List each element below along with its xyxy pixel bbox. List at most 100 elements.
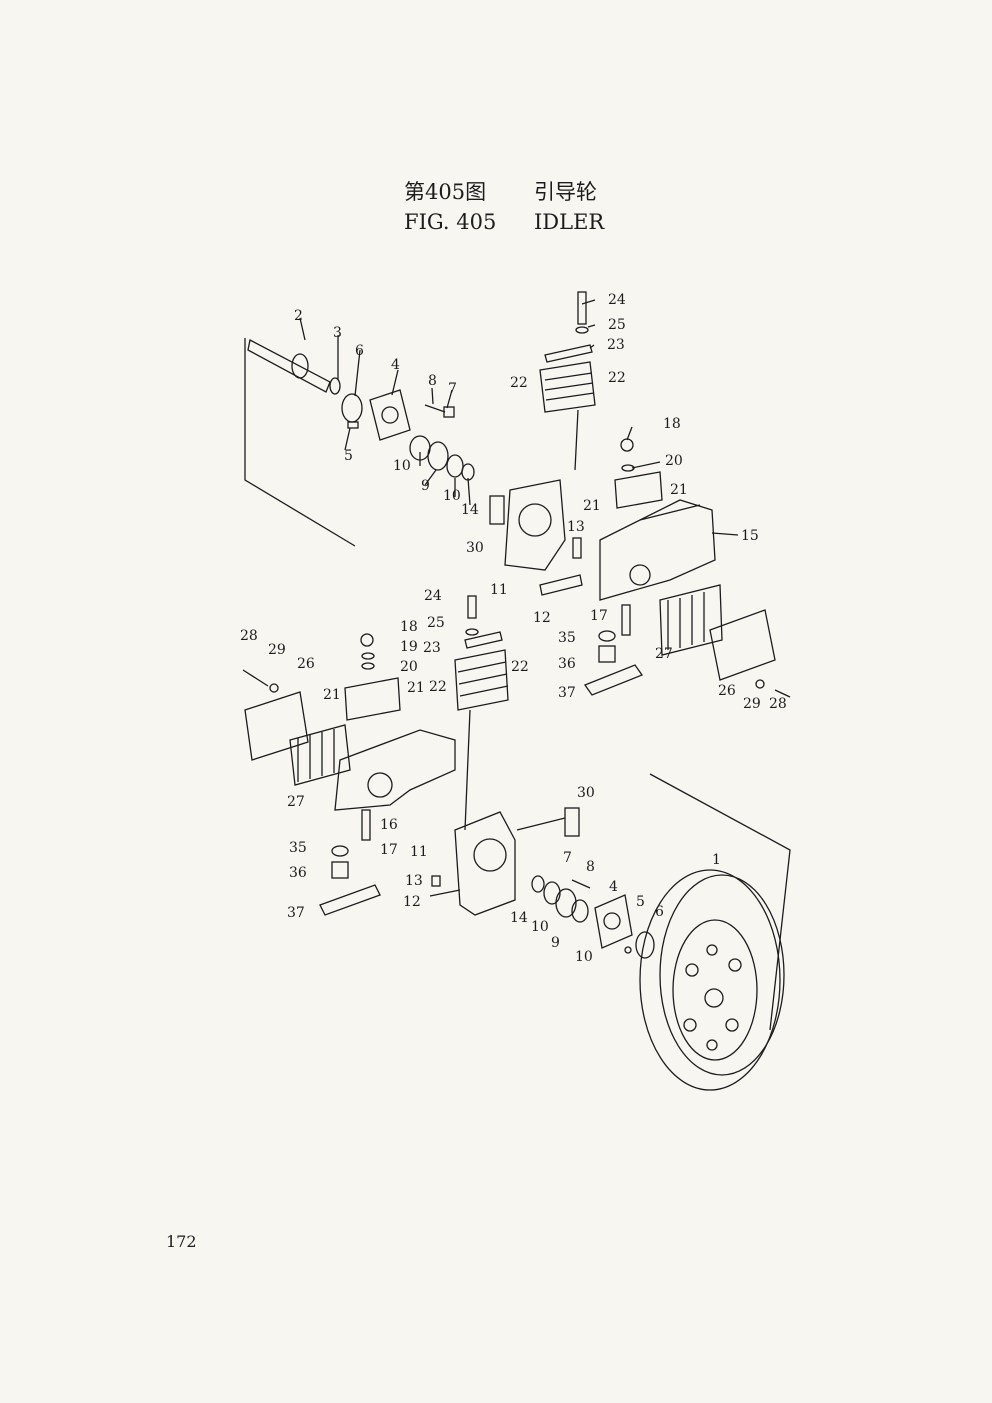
callout-label: 37 <box>558 685 576 701</box>
callout-label: 22 <box>608 370 626 386</box>
assembly-line-lower <box>649 773 791 1031</box>
figure-name-en: IDLER <box>534 210 605 234</box>
shims-22-lower <box>454 649 509 711</box>
callout-label: 3 <box>333 325 342 341</box>
callout-label: 8 <box>428 373 437 389</box>
callout-label: 21 <box>323 687 341 703</box>
bolt-28-right <box>774 689 791 698</box>
washer-25-lower <box>465 628 479 636</box>
callout-label: 19 <box>400 639 418 655</box>
bushing-4-upper <box>369 389 411 441</box>
figure-number-en: FIG. 405 <box>404 210 497 234</box>
callout-label: 10 <box>575 949 593 965</box>
callout-label: 20 <box>400 659 418 675</box>
block-30-lower <box>564 807 580 837</box>
bolt-7-head-upper <box>443 406 455 418</box>
plate-23-lower <box>464 631 503 649</box>
support-bore-lower <box>473 838 507 872</box>
yoke-16 <box>334 729 456 811</box>
callout-label: 13 <box>405 873 423 889</box>
callout-label: 10 <box>393 458 411 474</box>
spacer-36-left <box>331 861 349 879</box>
callout-label: 18 <box>663 416 681 432</box>
callout-label: 17 <box>380 842 398 858</box>
callout-label: 1 <box>712 852 721 868</box>
plate-12-upper <box>539 574 583 596</box>
callout-label: 6 <box>355 343 364 359</box>
yoke-15 <box>599 499 716 601</box>
o-ring-14-upper <box>461 463 475 481</box>
o-ring-6-lower <box>635 931 655 959</box>
bolt-17-upper <box>621 604 631 636</box>
seal-9-upper <box>427 441 449 471</box>
nut-18-upper <box>620 438 634 452</box>
guard-27-right <box>659 584 723 656</box>
bolt-24-lower <box>467 595 477 619</box>
callout-label: 15 <box>741 528 759 544</box>
guide-line-mid <box>464 709 471 831</box>
callout-label: 23 <box>607 337 625 353</box>
pin-5-upper <box>347 421 359 429</box>
nut-18-lower <box>360 633 374 647</box>
callout-label: 22 <box>510 375 528 391</box>
callout-label: 37 <box>287 905 305 921</box>
plate-37-left <box>319 884 381 916</box>
callout-label: 29 <box>268 642 286 658</box>
idler-wheel-1 <box>639 869 781 1091</box>
callout-label: 21 <box>670 482 688 498</box>
yoke-16-bore <box>367 772 393 798</box>
cover-26-right <box>709 609 776 681</box>
plate-23-upper <box>544 344 593 363</box>
page-number: 172 <box>166 1232 197 1251</box>
guard-27-left <box>289 724 351 786</box>
bolt-7-upper <box>424 404 446 413</box>
o-ring-14-lower <box>531 875 545 893</box>
callout-label: 10 <box>443 488 461 504</box>
callout-label: 12 <box>533 610 551 626</box>
assembly-line-upper <box>244 338 356 547</box>
callout-label: 24 <box>424 588 442 604</box>
shaft-end <box>329 377 341 395</box>
shims-22-upper <box>539 361 596 413</box>
callout-label: 36 <box>558 656 576 672</box>
washer-25-upper <box>575 326 589 334</box>
callout-label: 23 <box>423 640 441 656</box>
spacer-36-right <box>598 645 616 663</box>
block-30-upper <box>489 495 505 525</box>
callout-label: 10 <box>531 919 549 935</box>
shims-21-upper <box>614 471 663 509</box>
callout-label: 13 <box>567 519 585 535</box>
callout-label: 25 <box>608 317 626 333</box>
callout-label: 24 <box>608 292 626 308</box>
callout-label: 25 <box>427 615 445 631</box>
washer-20-lower <box>361 662 375 670</box>
seal-10-lower-b <box>571 899 589 923</box>
figure-name-cn: 引导轮 <box>534 180 597 204</box>
shims-21-lower <box>344 677 401 721</box>
callout-label: 26 <box>297 656 315 672</box>
callout-label: 21 <box>407 680 425 696</box>
bolt-24-upper <box>577 291 587 325</box>
callout-label: 4 <box>609 879 618 895</box>
bolt-28-left <box>242 669 269 687</box>
callout-label: 7 <box>563 850 572 866</box>
pin-13-lower <box>431 875 441 887</box>
callout-label: 22 <box>511 659 529 675</box>
callout-label: 29 <box>743 696 761 712</box>
callout-label: 12 <box>403 894 421 910</box>
pin-13-upper <box>572 537 582 559</box>
callout-label: 2 <box>294 308 303 324</box>
callout-label: 20 <box>665 453 683 469</box>
support-11-lower <box>454 811 516 916</box>
callout-label: 11 <box>410 844 428 860</box>
seal-10-lower-a <box>543 881 561 905</box>
callout-label: 30 <box>577 785 595 801</box>
callout-label: 7 <box>448 381 457 397</box>
callout-label: 9 <box>551 935 560 951</box>
figure-number-cn: 第405图 <box>404 180 487 204</box>
callout-label: 35 <box>558 630 576 646</box>
callout-label: 16 <box>380 817 398 833</box>
washer-19-lower <box>361 652 375 660</box>
o-ring-6-upper <box>341 393 363 423</box>
callout-label: 28 <box>240 628 258 644</box>
